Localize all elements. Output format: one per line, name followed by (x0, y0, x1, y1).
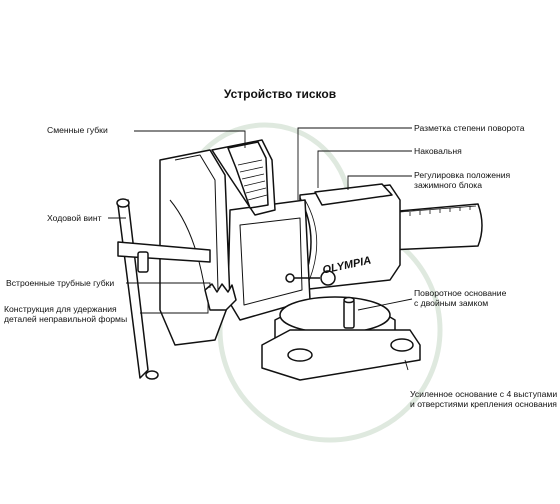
slide-tube (387, 203, 483, 251)
leader-lines (108, 127, 413, 371)
label-clamp-line2: зажимного блока (414, 180, 482, 190)
leader-swivel (357, 298, 413, 311)
label-anvil: Наковальня (414, 146, 462, 156)
reinforced-base (261, 329, 421, 381)
tube-scale-ticks (409, 206, 471, 216)
label-rotation-scale: Разметка степени поворота (414, 123, 525, 133)
leader-irregular (140, 300, 209, 314)
leader-anvil (317, 150, 412, 188)
label-irregular-line2: деталей неправильной формы (4, 314, 128, 324)
mount-hole-left (287, 348, 313, 362)
label-clamp-line1: Регулировка положения (414, 170, 511, 180)
label-base: Усиленное основание с 4 выступами и отве… (410, 389, 557, 409)
label-swivel: Поворотное основание с двойным замком (414, 288, 506, 308)
pipe-jaws (204, 283, 237, 311)
mount-hole-right (390, 338, 414, 352)
label-swivel-line1: Поворотное основание (414, 288, 507, 298)
clamp-knob (320, 270, 336, 286)
lead-screw (117, 199, 149, 379)
label-clamp: Регулировка положения зажимного блока (414, 170, 510, 190)
label-jaws: Сменные губки (47, 125, 108, 135)
leader-pipe-jaws (126, 282, 211, 288)
jaw-serration (237, 159, 268, 201)
leader-jaws (134, 130, 246, 148)
leader-rotation (297, 127, 412, 200)
leader-clamp (347, 175, 412, 190)
label-swivel-line2: с двойным замком (414, 298, 489, 308)
label-base-line2: и отверстиями крепления основания (410, 399, 557, 409)
label-lead-screw: Ходовой винт (47, 213, 102, 223)
label-irregular-line1: Конструкция для удержания (4, 304, 117, 314)
leader-base (404, 359, 409, 371)
label-base-line1: Усиленное основание с 4 выступами (410, 389, 558, 399)
lock-handle (343, 299, 355, 329)
diagram-title: Устройство тисков (223, 87, 337, 101)
label-pipe-jaws: Встроенные трубные губки (6, 278, 115, 288)
label-irregular: Конструкция для удержания деталей неправ… (4, 304, 127, 324)
